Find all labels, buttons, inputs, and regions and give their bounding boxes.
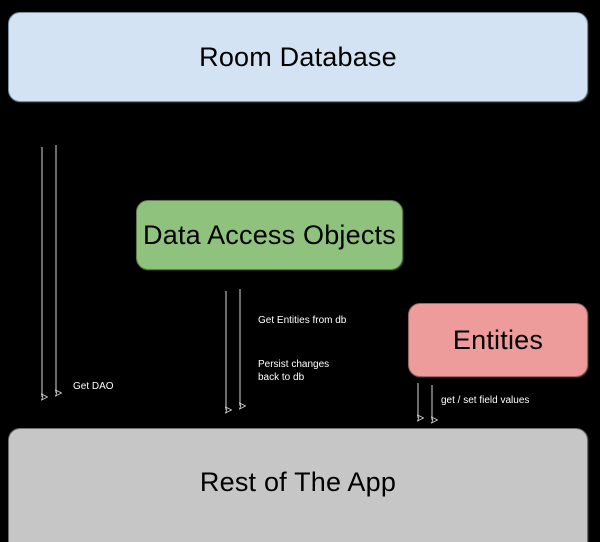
edge-entities-app — [418, 383, 432, 420]
edge-label-persist-line1: Persist changes — [258, 359, 330, 370]
edge-label-get-entities-from-db: Get Entities from db — [258, 315, 347, 326]
node-room-database[interactable]: Room Database — [8, 12, 588, 102]
edge-dao-app — [226, 289, 240, 410]
edge-label-persist-line2: back to db — [258, 372, 305, 383]
node-rest-of-the-app[interactable]: Rest of The App — [8, 428, 588, 542]
node-entities[interactable]: Entities — [408, 303, 588, 377]
edge-label-get-set-field-values: get / set field values — [441, 395, 530, 406]
node-rest-of-the-app-label: Rest of The App — [199, 467, 397, 497]
edge-get-dao — [42, 145, 56, 397]
node-data-access-objects[interactable]: Data Access Objects — [136, 200, 403, 270]
node-room-database-label: Room Database — [199, 41, 397, 72]
node-entities-label: Entities — [452, 324, 544, 355]
node-data-access-objects-label: Data Access Objects — [143, 219, 396, 250]
edge-label-get-dao: Get DAO — [73, 381, 114, 392]
edge-label-persist-changes: Persist changes back to db — [258, 358, 329, 384]
